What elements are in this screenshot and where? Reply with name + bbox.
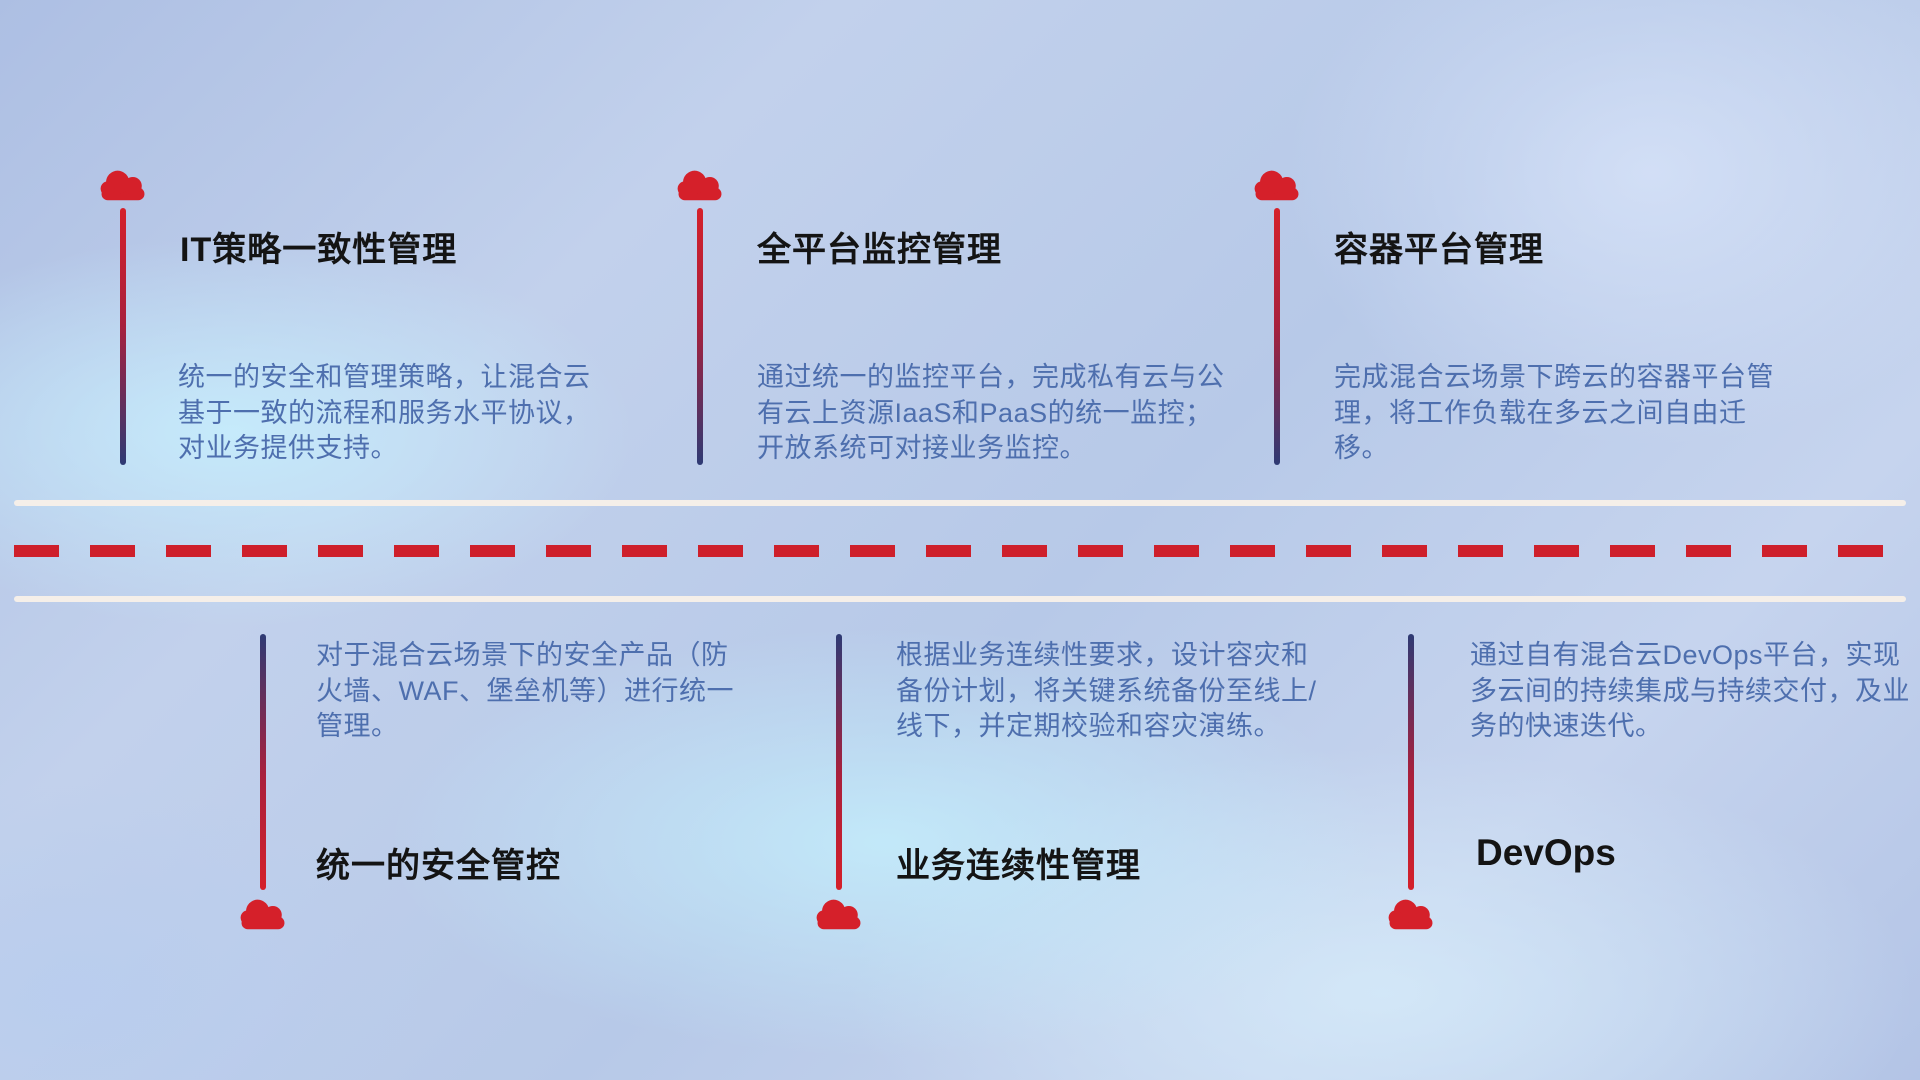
item-title: 全平台监控管理 xyxy=(757,231,1002,269)
connector-line xyxy=(697,208,703,465)
divider-line-bottom xyxy=(14,596,1906,602)
item-description: 对于混合云场景下的安全产品（防火墙、WAF、堡垒机等）进行统一管理。 xyxy=(316,640,734,742)
item-title: 统一的安全管控 xyxy=(316,847,561,885)
cloud-icon xyxy=(677,170,722,201)
item-description: 完成混合云场景下跨云的容器平台管理，将工作负载在多云之间自由迁移。 xyxy=(1334,362,1774,464)
connector-line xyxy=(260,634,266,890)
divider-line-top xyxy=(14,500,1906,506)
item-title: DevOps xyxy=(1476,832,1616,873)
item-title: IT策略一致性管理 xyxy=(180,231,458,269)
item-description: 根据业务连续性要求，设计容灾和备份计划，将关键系统备份至线上/线下，并定期校验和… xyxy=(896,640,1317,742)
connector-line xyxy=(120,208,126,465)
item-description: 通过统一的监控平台，完成私有云与公有云上资源IaaS和PaaS的统一监控；开放系… xyxy=(757,362,1225,464)
connector-line xyxy=(1274,208,1280,465)
dashed-road-line xyxy=(14,545,1906,557)
cloud-icon xyxy=(100,170,145,201)
item-description: 统一的安全和管理策略，让混合云基于一致的流程和服务水平协议，对业务提供支持。 xyxy=(178,362,591,464)
item-description: 通过自有混合云DevOps平台，实现多云间的持续集成与持续交付，及业务的快速迭代… xyxy=(1470,640,1910,742)
cloud-icon xyxy=(1388,899,1433,930)
connector-line xyxy=(1408,634,1414,890)
connector-line xyxy=(836,634,842,890)
cloud-icon xyxy=(1254,170,1299,201)
item-title: 容器平台管理 xyxy=(1334,231,1544,269)
cloud-icon xyxy=(816,899,861,930)
cloud-icon xyxy=(240,899,285,930)
item-title: 业务连续性管理 xyxy=(896,847,1141,885)
